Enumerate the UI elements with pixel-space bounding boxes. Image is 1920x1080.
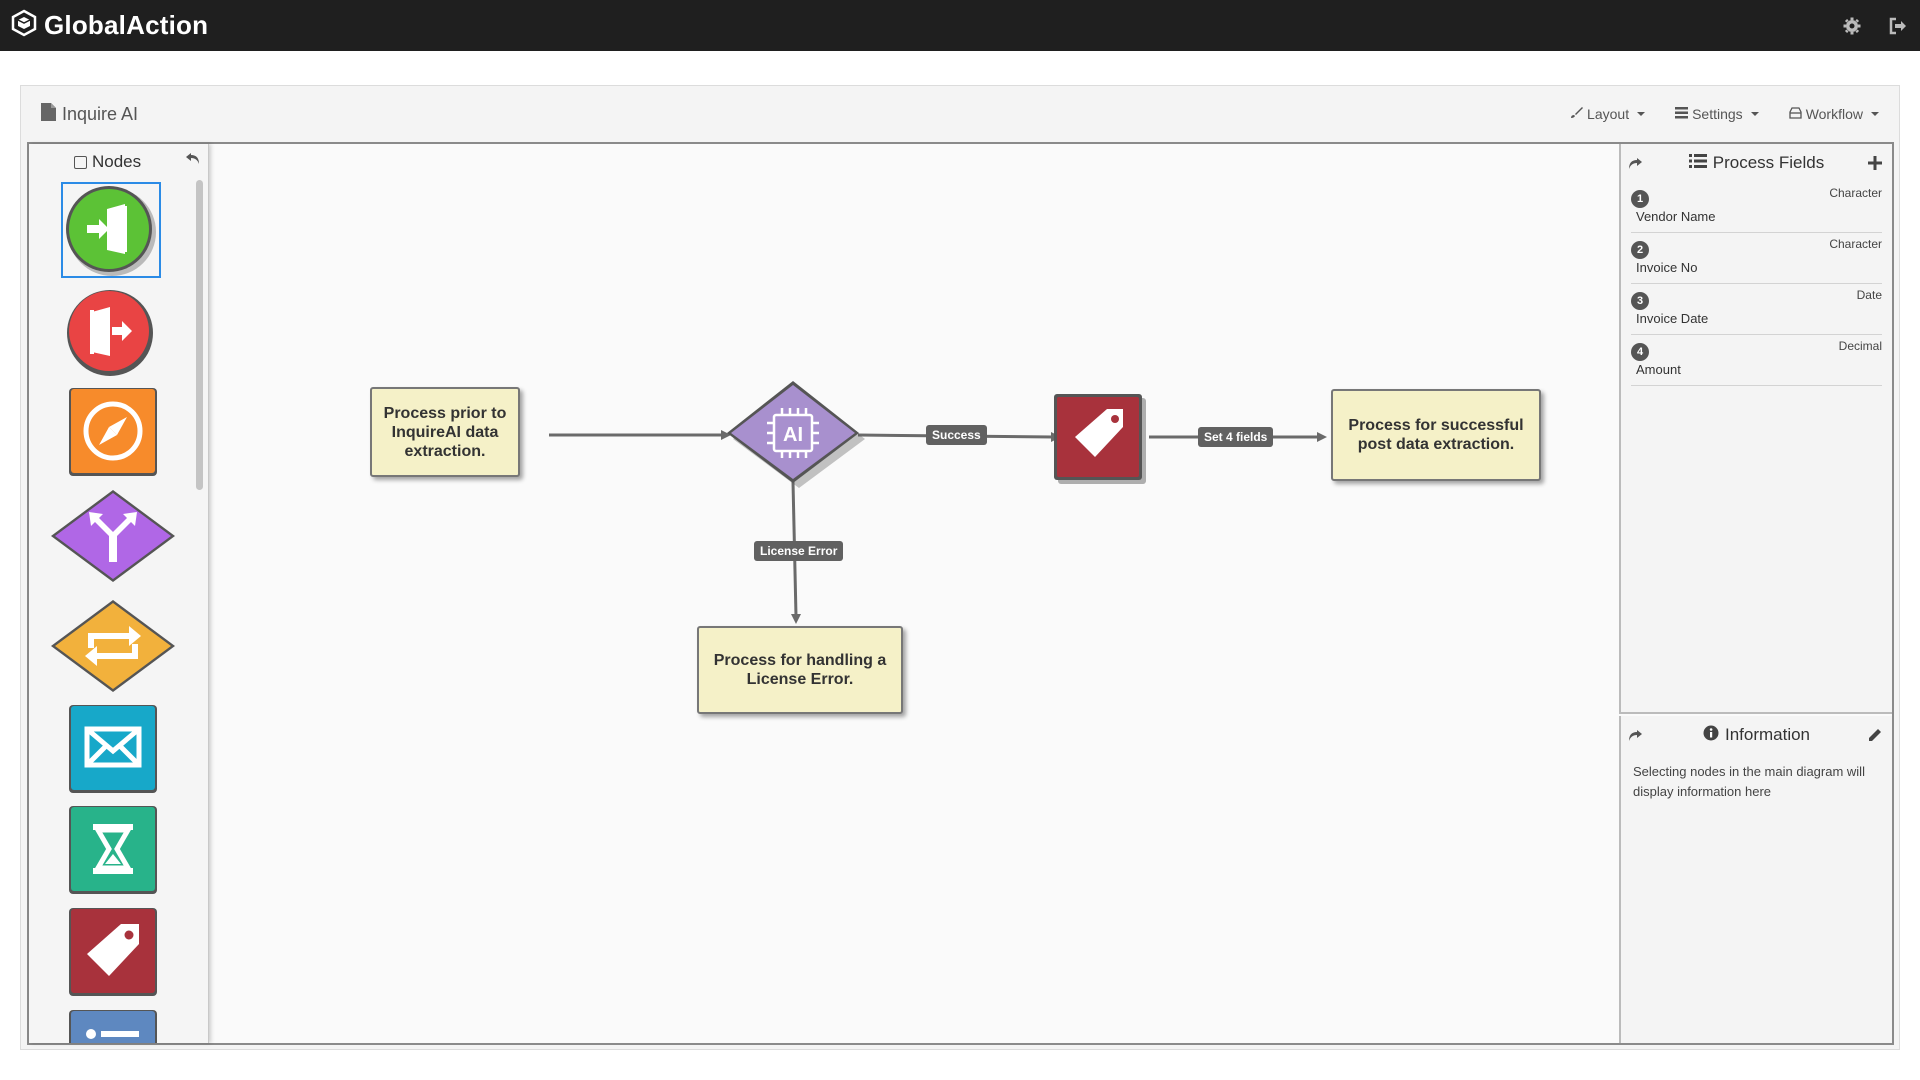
process-prior-node[interactable]: Process prior to InquireAI data extracti… xyxy=(370,387,520,477)
loop-icon xyxy=(88,633,138,659)
brand[interactable]: GlobalAction xyxy=(10,9,208,42)
toolbar: Layout Settings Workflow xyxy=(1570,106,1879,122)
information-title: Information xyxy=(1724,725,1811,744)
palette-compass-node[interactable] xyxy=(65,384,161,485)
workflow-dropdown[interactable]: Workflow xyxy=(1789,106,1879,122)
logo-icon xyxy=(10,9,38,42)
inquire-ai-node[interactable]: AI xyxy=(727,381,865,488)
document-icon xyxy=(41,102,56,126)
hourglass-icon xyxy=(93,824,133,874)
palette-scrollbar[interactable] xyxy=(196,180,203,490)
diagram-connectors: AI xyxy=(549,381,1327,624)
split-arrows-icon xyxy=(89,512,137,562)
exit-icon xyxy=(90,307,132,356)
edge-label-license-error[interactable]: License Error xyxy=(754,541,844,561)
field-row[interactable]: 2 Character Invoice No xyxy=(1631,233,1882,284)
tag-icon xyxy=(87,924,139,976)
ai-node-label: AI xyxy=(783,424,803,446)
panel-header: Inquire AI Layout Settings Workflow xyxy=(21,86,1899,142)
settings-dropdown[interactable]: Settings xyxy=(1675,106,1759,122)
main-panel: Inquire AI Layout Settings Workflow xyxy=(20,85,1900,1050)
logout-icon[interactable] xyxy=(1888,16,1908,36)
info-icon xyxy=(1703,725,1719,746)
information-text: Selecting nodes in the main diagram will… xyxy=(1633,764,1865,799)
brush-icon xyxy=(1570,106,1584,122)
process-fields-panel: Process Fields 1 Character Vendor Name 2… xyxy=(1619,144,1892,714)
nodes-header[interactable]: Nodes xyxy=(74,152,141,172)
process-success-node[interactable]: Process for successful post data extract… xyxy=(1331,389,1541,481)
share-icon[interactable] xyxy=(1627,156,1643,170)
process-fields-title: Process Fields xyxy=(1712,153,1825,172)
field-row[interactable]: 3 Date Invoice Date xyxy=(1631,284,1882,335)
process-error-node[interactable]: Process for handling a License Error. xyxy=(697,626,903,714)
palette-split-node[interactable] xyxy=(45,484,181,593)
envelope-icon xyxy=(84,726,142,768)
plus-icon[interactable] xyxy=(1868,155,1882,170)
palette-entry-node[interactable] xyxy=(61,182,161,278)
form-icon xyxy=(86,1029,139,1039)
chevron-down-icon xyxy=(1871,112,1879,116)
pencil-icon[interactable] xyxy=(1868,727,1882,741)
palette-tag-node[interactable] xyxy=(65,904,161,1005)
ai-chip-icon xyxy=(767,408,819,458)
field-list: 1 Character Vendor Name 2 Character Invo… xyxy=(1621,182,1892,386)
gear-icon[interactable] xyxy=(1842,16,1862,36)
set-fields-node[interactable] xyxy=(1054,394,1146,484)
compass-icon xyxy=(83,401,143,461)
palette-exit-node[interactable] xyxy=(64,284,160,385)
top-navbar: GlobalAction xyxy=(0,0,1920,51)
information-panel: Information Selecting nodes in the main … xyxy=(1619,716,1892,1043)
field-row[interactable]: 4 Decimal Amount xyxy=(1631,335,1882,386)
undo-icon[interactable] xyxy=(185,152,203,170)
app-name: GlobalAction xyxy=(44,10,209,40)
share-icon[interactable] xyxy=(1627,728,1643,742)
list-settings-icon xyxy=(1675,106,1689,122)
chevron-down-icon xyxy=(1750,112,1759,116)
palette-form-node[interactable] xyxy=(65,1006,161,1043)
checkbox-icon[interactable] xyxy=(74,155,87,169)
edge-label-set-fields[interactable]: Set 4 fields xyxy=(1198,427,1274,447)
page-title: Inquire AI xyxy=(41,102,138,126)
field-row[interactable]: 1 Character Vendor Name xyxy=(1631,182,1882,233)
diagram-canvas[interactable]: AI Process prior to InquireAI data extra… xyxy=(211,144,1641,1043)
palette-loop-node[interactable] xyxy=(45,594,181,703)
edge-label-success[interactable]: Success xyxy=(926,425,987,445)
nodes-palette: Nodes xyxy=(29,144,209,1043)
layout-dropdown[interactable]: Layout xyxy=(1570,106,1646,122)
chevron-down-icon xyxy=(1637,112,1646,116)
tray-icon xyxy=(1789,106,1802,122)
palette-email-node[interactable] xyxy=(65,701,161,802)
tag-icon xyxy=(1075,409,1123,457)
list-icon xyxy=(1688,153,1707,173)
palette-timer-node[interactable] xyxy=(65,802,161,903)
entry-icon xyxy=(87,204,127,254)
workspace: Nodes xyxy=(27,142,1894,1045)
